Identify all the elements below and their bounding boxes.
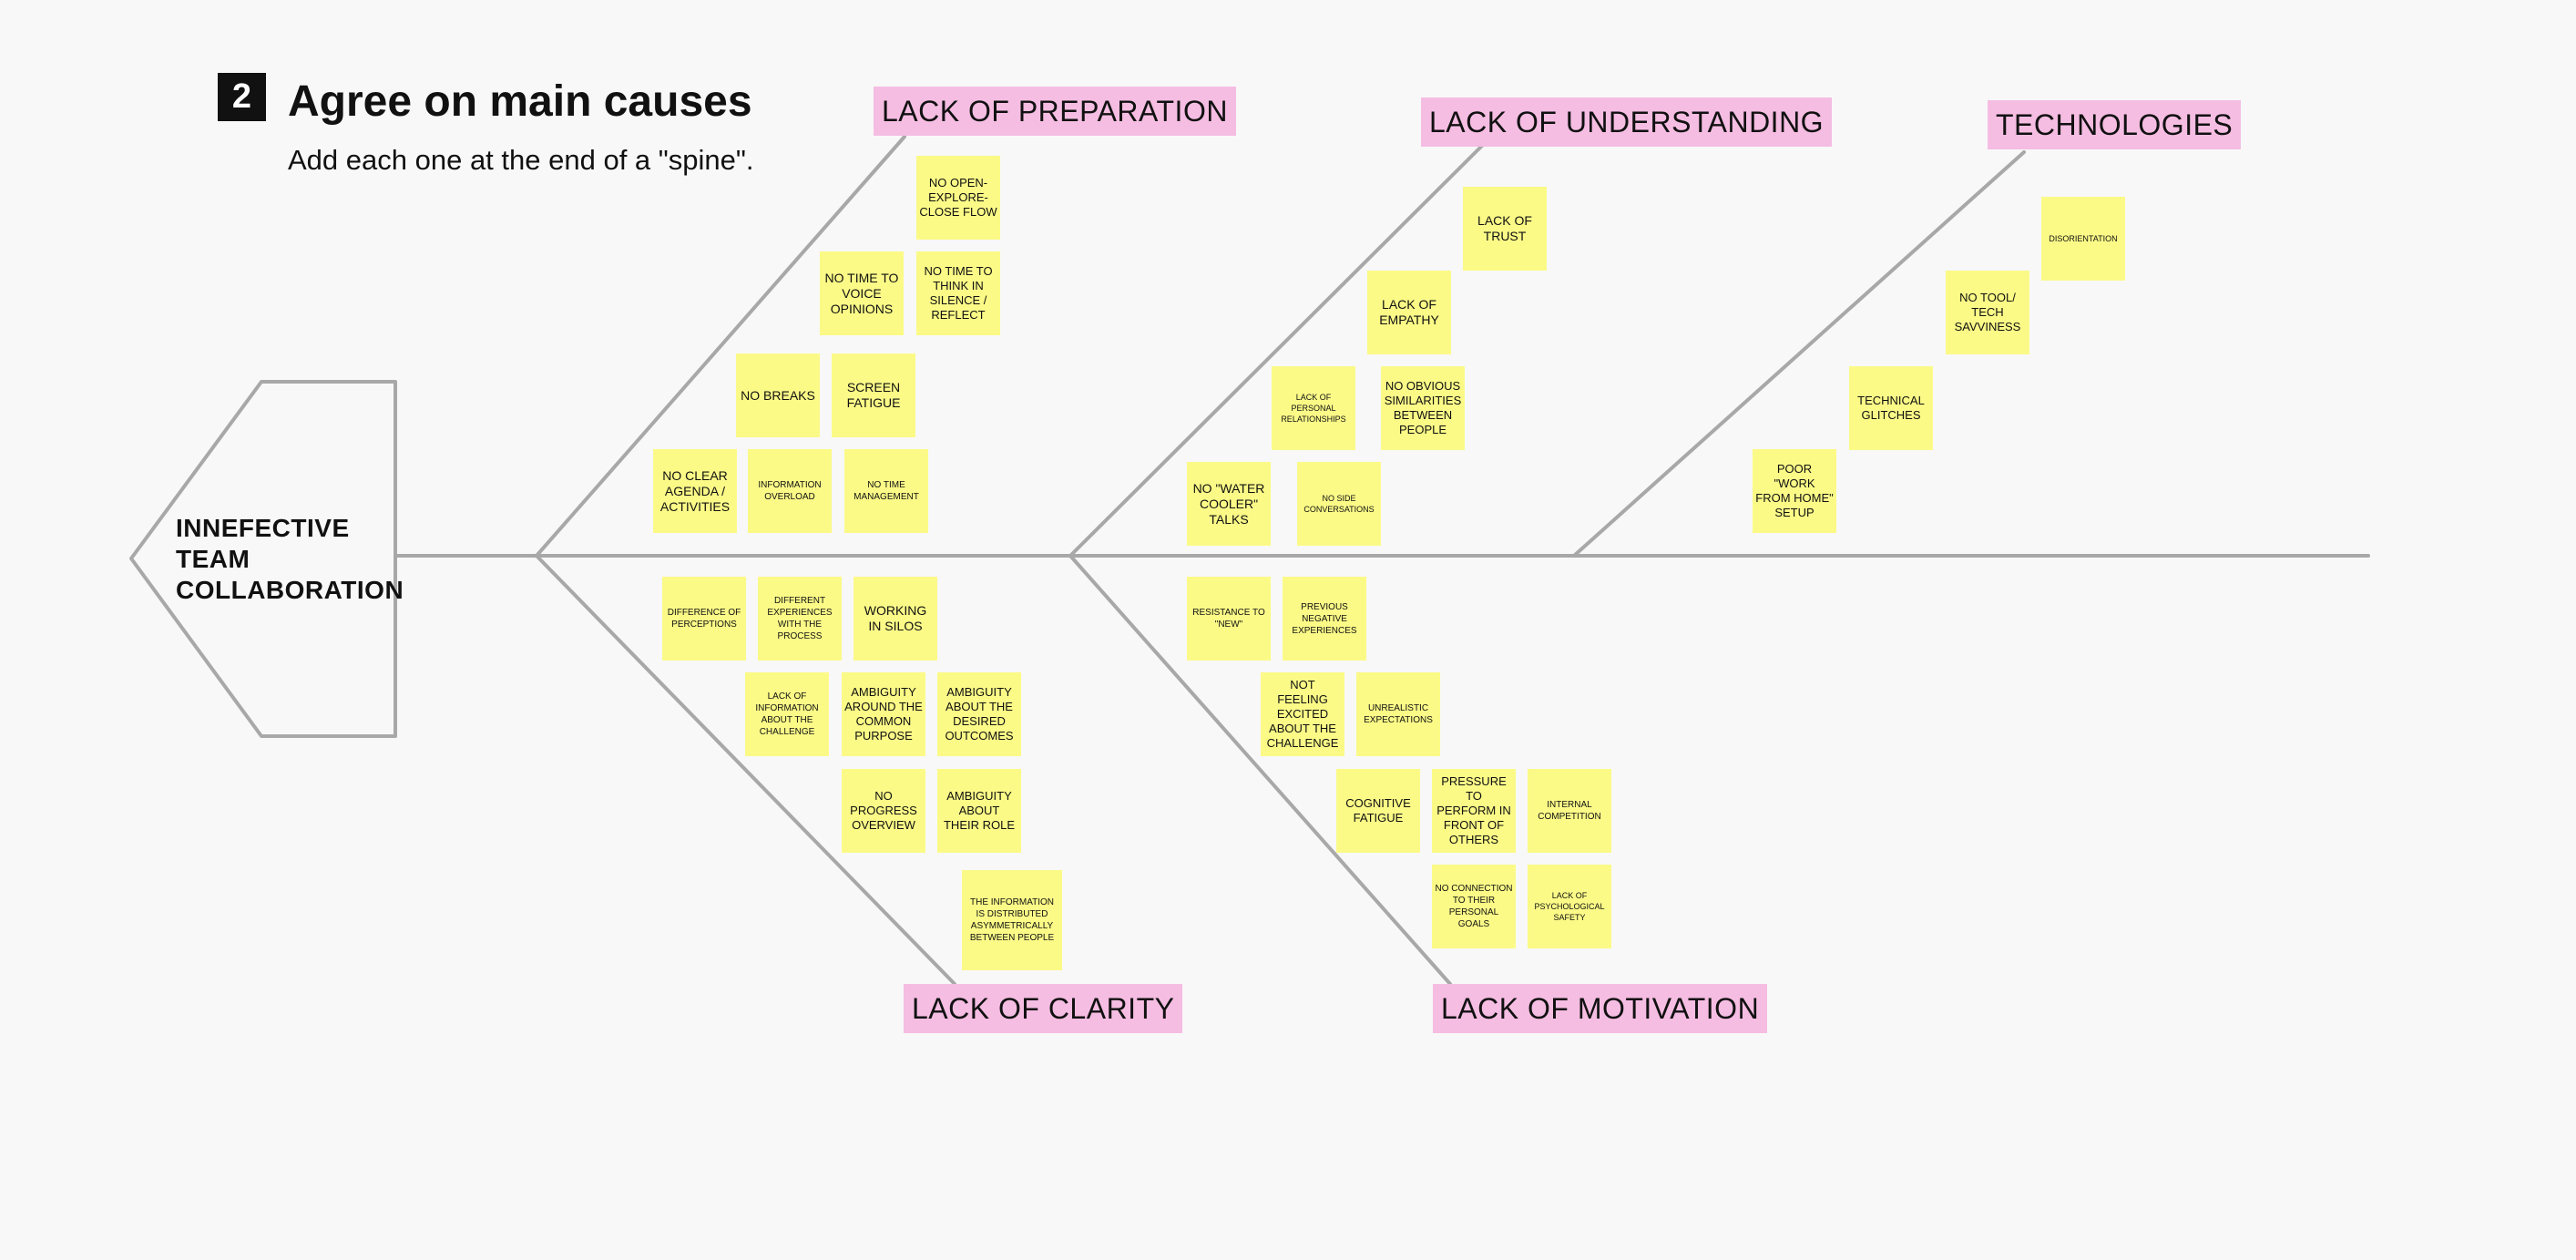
category-label-understanding[interactable]: LACK OF UNDERSTANDING [1421, 97, 1833, 147]
sticky-note[interactable]: PRESSURE TO PERFORM IN FRONT OF OTHERS [1432, 769, 1516, 853]
page-title: Agree on main causes [288, 77, 752, 126]
bone-preparation [535, 135, 906, 558]
sticky-note[interactable]: NO TOOL/ TECH SAVVINESS [1946, 271, 2029, 354]
sticky-note[interactable]: LACK OF TRUST [1463, 187, 1547, 271]
sticky-note[interactable]: NO TIME TO THINK IN SILENCE / REFLECT [916, 251, 1000, 335]
sticky-note[interactable]: NO "WATER COOLER" TALKS [1187, 462, 1271, 546]
sticky-note[interactable]: THE INFORMATION IS DISTRIBUTED ASYMMETRI… [962, 870, 1062, 970]
page-subtitle: Add each one at the end of a "spine". [288, 144, 754, 176]
fish-head-outline [129, 380, 397, 738]
sticky-note[interactable]: POOR "WORK FROM HOME" SETUP [1753, 449, 1836, 533]
sticky-note[interactable]: SCREEN FATIGUE [832, 353, 915, 437]
sticky-note[interactable]: AMBIGUITY ABOUT THEIR ROLE [937, 769, 1021, 853]
sticky-note[interactable]: RESISTANCE TO "NEW" [1187, 577, 1271, 661]
sticky-note[interactable]: PREVIOUS NEGATIVE EXPERIENCES [1283, 577, 1366, 661]
bone-motivation [1068, 554, 1452, 986]
sticky-note[interactable]: COGNITIVE FATIGUE [1336, 769, 1420, 853]
sticky-note[interactable]: LACK OF PSYCHOLOGICAL SAFETY [1528, 865, 1611, 948]
sticky-note[interactable]: NO CONNECTION TO THEIR PERSONAL GOALS [1432, 865, 1516, 948]
bone-technologies [1572, 150, 2026, 558]
problem-statement: INNEFECTIVE TEAM COLLABORATION [176, 513, 404, 606]
problem-line: INNEFECTIVE [176, 514, 350, 542]
sticky-note[interactable]: NOT FEELING EXCITED ABOUT THE CHALLENGE [1261, 672, 1344, 756]
sticky-note[interactable]: AMBIGUITY ABOUT THE DESIRED OUTCOMES [937, 672, 1021, 756]
sticky-note[interactable]: NO OPEN-EXPLORE-CLOSE FLOW [916, 156, 1000, 240]
category-label-preparation[interactable]: LACK OF PREPARATION [874, 87, 1236, 136]
sticky-note[interactable]: NO OBVIOUS SIMILARITIES BETWEEN PEOPLE [1381, 366, 1465, 450]
sticky-note[interactable]: NO PROGRESS OVERVIEW [842, 769, 925, 853]
sticky-note[interactable]: INFORMATION OVERLOAD [748, 449, 832, 533]
bone-clarity [535, 554, 956, 986]
sticky-note[interactable]: TECHNICAL GLITCHES [1849, 366, 1933, 450]
sticky-note[interactable]: LACK OF INFORMATION ABOUT THE CHALLENGE [745, 672, 829, 756]
problem-line: TEAM [176, 545, 250, 573]
bone-understanding [1068, 137, 1491, 558]
category-label-motivation[interactable]: LACK OF MOTIVATION [1433, 984, 1768, 1033]
sticky-note[interactable]: NO CLEAR AGENDA / ACTIVITIES [653, 449, 737, 533]
sticky-note[interactable]: NO SIDE CONVERSATIONS [1297, 462, 1381, 546]
sticky-note[interactable]: WORKING IN SILOS [854, 577, 937, 661]
sticky-note[interactable]: NO TIME MANAGEMENT [844, 449, 928, 533]
sticky-note[interactable]: DIFFERENCE OF PERCEPTIONS [662, 577, 746, 661]
sticky-note[interactable]: AMBIGUITY AROUND THE COMMON PURPOSE [842, 672, 925, 756]
sticky-note[interactable]: INTERNAL COMPETITION [1528, 769, 1611, 853]
sticky-note[interactable]: NO BREAKS [736, 353, 820, 437]
sticky-note[interactable]: LACK OF EMPATHY [1367, 271, 1451, 354]
sticky-note[interactable]: LACK OF PERSONAL RELATIONSHIPS [1272, 366, 1355, 450]
sticky-note[interactable]: NO TIME TO VOICE OPINIONS [820, 251, 904, 335]
category-label-technologies[interactable]: TECHNOLOGIES [1988, 100, 2242, 149]
sticky-note[interactable]: DISORIENTATION [2041, 197, 2125, 281]
sticky-note[interactable]: UNREALISTIC EXPECTATIONS [1356, 672, 1440, 756]
category-label-clarity[interactable]: LACK OF CLARITY [904, 984, 1183, 1033]
problem-line: COLLABORATION [176, 576, 404, 604]
step-number-badge: 2 [218, 73, 266, 121]
sticky-note[interactable]: DIFFERENT EXPERIENCES WITH THE PROCESS [758, 577, 842, 661]
